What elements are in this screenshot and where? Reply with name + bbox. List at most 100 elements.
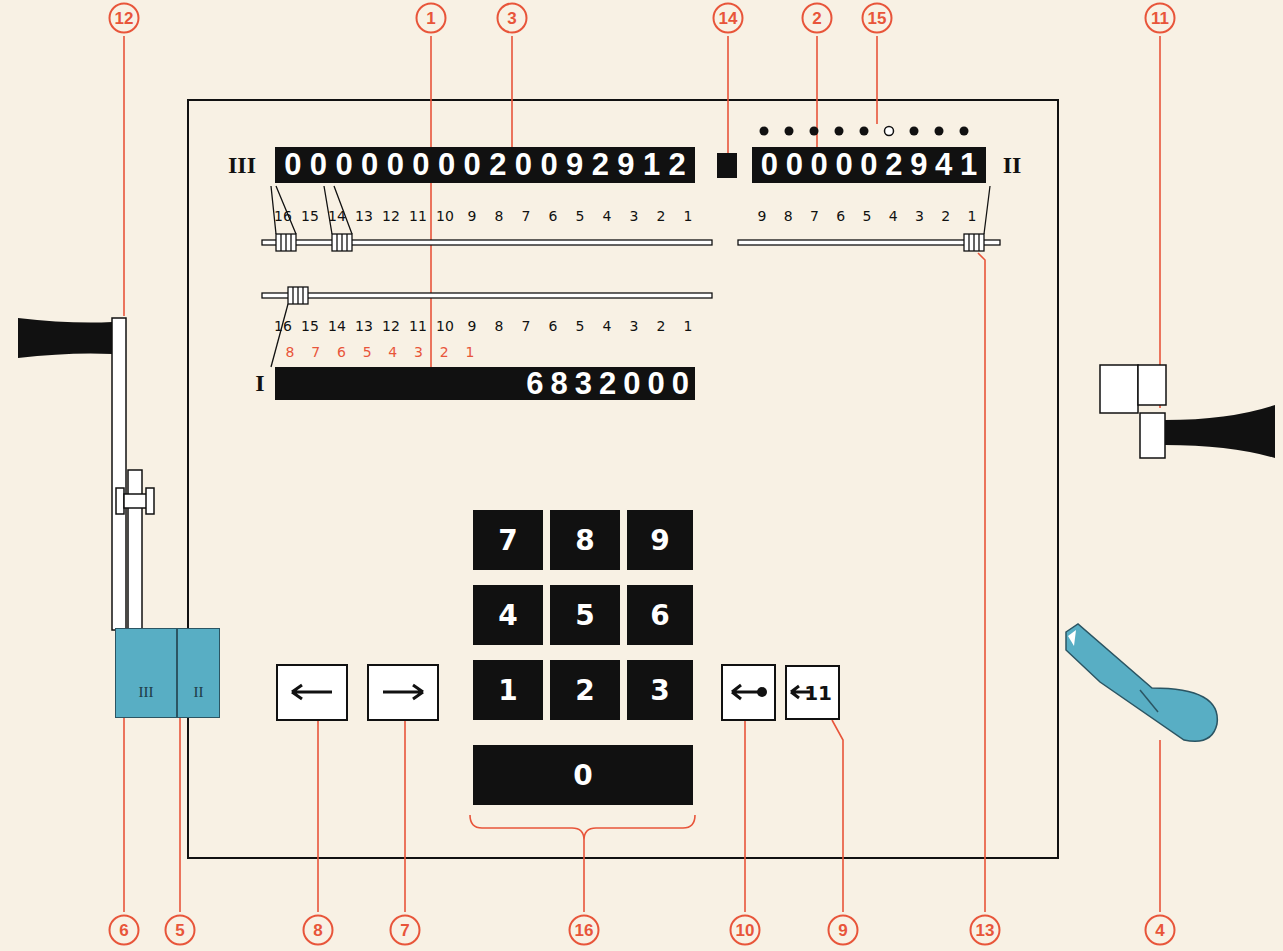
decimal-dots	[760, 127, 969, 136]
node-text: 1	[498, 674, 517, 707]
register-display: 000002941	[752, 147, 986, 183]
position-number: 4	[603, 318, 612, 334]
keypad-key: 2	[550, 660, 620, 720]
position-number: 11	[409, 208, 427, 224]
position-number: 2	[657, 208, 666, 224]
keypad-key: 0	[473, 745, 693, 805]
control-block: III	[115, 628, 177, 718]
node-text: 000002941	[761, 147, 985, 183]
callout-number: 3	[497, 3, 528, 34]
callout-number: 10	[730, 915, 761, 946]
position-number: 9	[758, 208, 767, 224]
decimal-number: 5	[363, 344, 372, 360]
keypad-key: 6	[627, 585, 693, 645]
node-text: II	[194, 684, 204, 701]
position-number: 7	[810, 208, 819, 224]
node-text: 6832000	[526, 366, 696, 402]
decimal-number: 1	[465, 344, 474, 360]
position-number: 8	[784, 208, 793, 224]
right-lever	[1100, 365, 1275, 458]
position-number: 1	[684, 208, 693, 224]
node-text: 0	[573, 759, 592, 792]
decimal-number: 4	[388, 344, 397, 360]
node-text: 2	[575, 674, 594, 707]
node-text: 7	[498, 524, 517, 557]
position-number: 8	[495, 208, 504, 224]
callout-number: 14	[713, 3, 744, 34]
callout-number: 11	[1145, 3, 1176, 34]
node-text: III	[139, 684, 154, 701]
position-number: 6	[836, 208, 845, 224]
position-number: 14	[328, 318, 346, 334]
position-number: 13	[355, 208, 373, 224]
position-number: 12	[382, 208, 400, 224]
register-display: 0000000020092912	[275, 147, 695, 183]
position-number: 5	[576, 318, 585, 334]
position-number: 8	[495, 318, 504, 334]
position-number: 5	[576, 208, 585, 224]
callout-number: 13	[970, 915, 1001, 946]
position-number: 13	[355, 318, 373, 334]
node-text: 8	[575, 524, 594, 557]
position-number: 2	[657, 318, 666, 334]
position-number: 6	[549, 208, 558, 224]
node-text: 11	[804, 681, 832, 705]
position-number: 1	[968, 208, 977, 224]
node-text: 3	[650, 674, 669, 707]
callout-number: 7	[390, 915, 421, 946]
decimal-number: 8	[286, 344, 295, 360]
decimal-number: 2	[440, 344, 449, 360]
position-number: 15	[301, 208, 319, 224]
callout-number: 15	[862, 3, 893, 34]
position-number: 15	[301, 318, 319, 334]
position-number: 16	[274, 208, 292, 224]
control-block: II	[177, 628, 220, 718]
keypad-key: 9	[627, 510, 693, 570]
decimal-number: 3	[414, 344, 423, 360]
position-number: 10	[436, 208, 454, 224]
node-text: 4	[498, 599, 517, 632]
leader-lines	[124, 36, 1160, 912]
keypad-key: 7	[473, 510, 543, 570]
register-label: III	[228, 152, 256, 179]
position-number: 9	[468, 208, 477, 224]
position-number: 3	[630, 318, 639, 334]
callout-number: 9	[828, 915, 859, 946]
decimal-number: 6	[337, 344, 346, 360]
position-number: 12	[382, 318, 400, 334]
position-number: 9	[468, 318, 477, 334]
clear-handle	[1066, 624, 1217, 741]
position-number: 3	[915, 208, 924, 224]
position-number: 6	[549, 318, 558, 334]
carriage-rails	[262, 240, 1000, 298]
register-display: 6832000	[275, 367, 695, 400]
node-text: 9	[650, 524, 669, 557]
position-number: 14	[328, 208, 346, 224]
crank-lever	[18, 318, 154, 630]
indicator-square	[717, 153, 737, 178]
position-number: 2	[941, 208, 950, 224]
position-number: 7	[522, 318, 531, 334]
callout-number: 12	[109, 3, 140, 34]
callout-number: 6	[109, 915, 140, 946]
keypad-key: 8	[550, 510, 620, 570]
position-number: 4	[603, 208, 612, 224]
node-text: 0000000020092912	[284, 147, 694, 183]
node-text: 5	[575, 599, 594, 632]
position-number: 3	[630, 208, 639, 224]
position-number: 1	[684, 318, 693, 334]
node-text: 6	[650, 599, 669, 632]
position-number: 10	[436, 318, 454, 334]
register-label: I	[255, 370, 264, 397]
register-label: II	[1003, 152, 1022, 179]
callout-number: 4	[1145, 915, 1176, 946]
keypad-key: 4	[473, 585, 543, 645]
keypad-key: 1	[473, 660, 543, 720]
position-number: 7	[522, 208, 531, 224]
decimal-number: 7	[311, 344, 320, 360]
callout-number: 16	[569, 915, 600, 946]
callout-number: 1	[416, 3, 447, 34]
callout-number: 2	[802, 3, 833, 34]
